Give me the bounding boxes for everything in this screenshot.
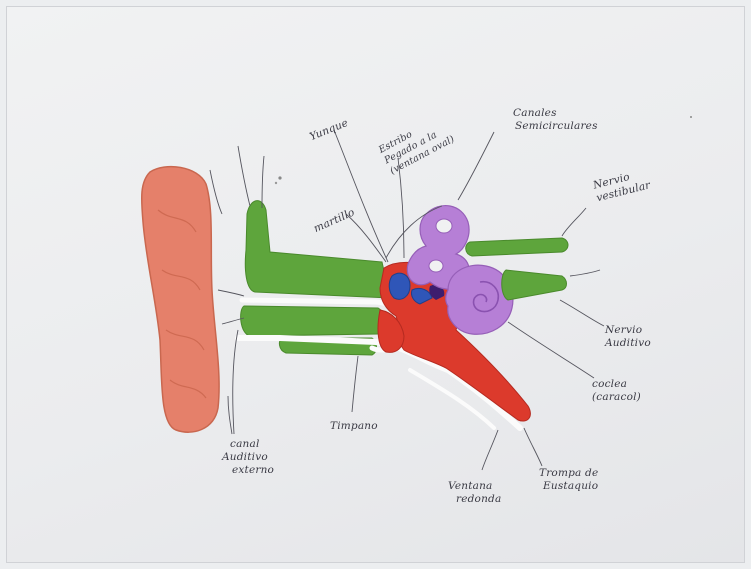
label-nervio-auditivo: Nervio Auditivo xyxy=(605,324,651,350)
label-timpano: Timpano xyxy=(330,420,378,433)
label-nervio-auditivo-line-1: Nervio xyxy=(605,324,651,337)
label-coclea: coclea (caracol) xyxy=(592,378,641,404)
outer-ear-pinna xyxy=(142,167,219,433)
label-coclea-line-1: coclea xyxy=(592,378,641,391)
pencil-mark xyxy=(278,176,281,179)
label-canales-line-1: Canales xyxy=(513,107,598,120)
label-canales-line-2: Semicirculares xyxy=(515,120,598,133)
label-nervio-auditivo-line-2: Auditivo xyxy=(605,337,651,350)
label-canal-auditivo-externo: canal Auditivo externo xyxy=(222,438,274,477)
label-canal-line-2: Auditivo xyxy=(222,451,274,464)
label-trompa-line-2: Eustaquio xyxy=(543,480,598,493)
label-trompa-de-eustaquio: Trompa de Eustaquio xyxy=(539,467,598,493)
label-ventana-line-2: redonda xyxy=(456,493,501,506)
label-canal-line-3: externo xyxy=(232,464,274,477)
pencil-mark xyxy=(690,116,692,118)
pencil-mark xyxy=(275,182,277,184)
label-canales-semicirculares: Canales Semicirculares xyxy=(513,107,598,133)
label-ventana-redonda: Ventana redonda xyxy=(448,480,501,506)
label-coclea-line-2: (caracol) xyxy=(592,391,641,404)
label-trompa-line-1: Trompa de xyxy=(539,467,598,480)
label-ventana-line-1: Ventana xyxy=(448,480,501,493)
label-canal-line-1: canal xyxy=(230,438,274,451)
